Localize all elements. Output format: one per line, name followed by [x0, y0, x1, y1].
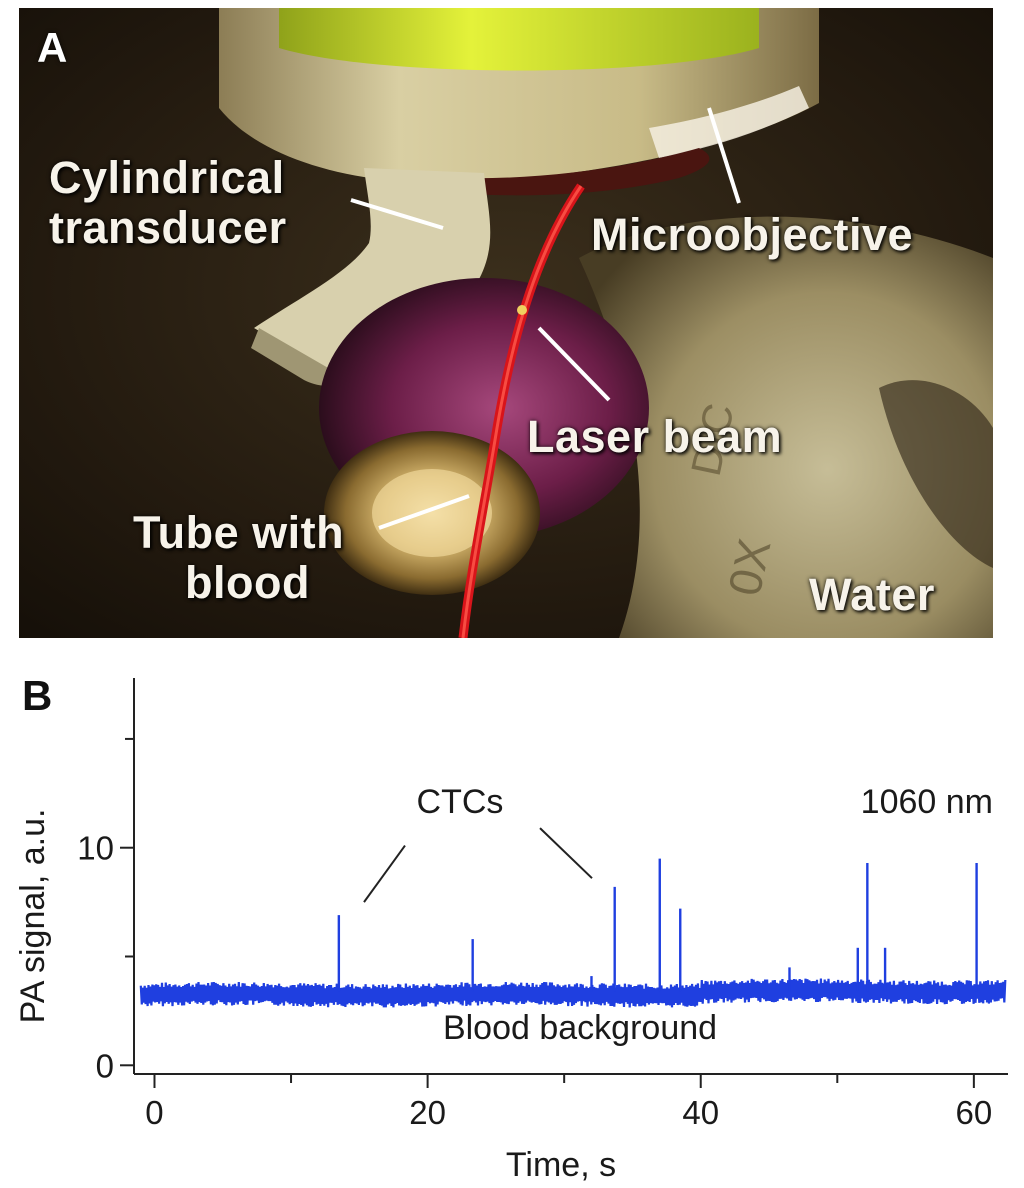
panel-a-letter: A — [37, 24, 68, 71]
transducer-pointer — [350, 198, 444, 230]
ctcs-pointer-left — [363, 844, 406, 903]
transducer-label: Cylindrical transducer — [49, 152, 287, 254]
x-tick-label: 40 — [682, 1094, 719, 1131]
y-tick-label: 10 — [77, 830, 114, 867]
x-axis-title: Time, s — [506, 1146, 616, 1184]
laser-pointer — [537, 326, 611, 402]
ctcs-annotation: CTCs — [417, 783, 504, 821]
x-tick-label: 0 — [145, 1094, 163, 1131]
x-tick-label: 20 — [409, 1094, 446, 1131]
setup-photo-image: DIC 0X — [19, 8, 993, 638]
microobjective-pointer — [707, 107, 741, 204]
x-tick-label: 60 — [956, 1094, 993, 1131]
setup-photo: DIC 0X A Cylindrical transducer Microobj… — [19, 8, 993, 638]
microobjective-label: Microobjective — [591, 209, 914, 260]
tube-pointer — [378, 494, 470, 530]
baseline-signal — [139, 978, 1007, 1008]
svg-text:0X: 0X — [718, 534, 781, 600]
panel-b-letter: B — [22, 672, 53, 719]
background-annotation: Blood background — [443, 1009, 717, 1047]
tube-label: Tube with blood — [133, 507, 345, 609]
y-tick-label: 0 — [96, 1047, 114, 1084]
water-label: Water — [809, 569, 935, 620]
wavelength-annotation: 1060 nm — [861, 783, 993, 821]
y-axis-title: PA signal, a.u. — [14, 809, 52, 1024]
laser-beam-label: Laser beam — [527, 411, 783, 462]
ctcs-pointer-right — [539, 827, 593, 879]
